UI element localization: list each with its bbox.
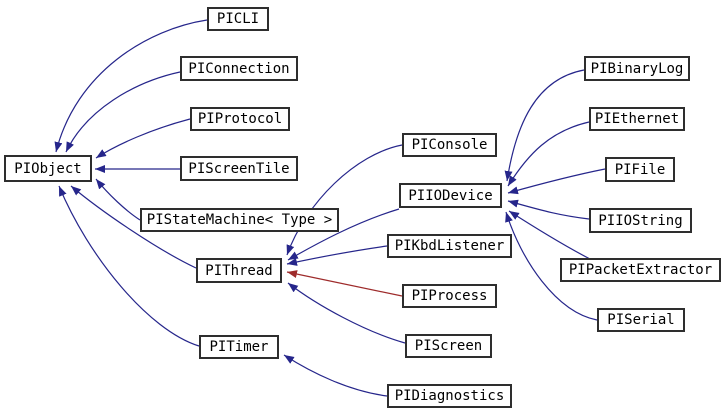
edge-pikbdlistener-to-pithread <box>286 245 388 266</box>
node-piethernet[interactable]: PIEthernet <box>589 107 685 131</box>
edge-piprotocol-to-piobject <box>95 118 191 159</box>
edge-pifile-to-piiodevice <box>507 168 606 195</box>
node-piiostring[interactable]: PIIOString <box>589 208 692 233</box>
node-piobject[interactable]: PIObject <box>4 155 92 182</box>
edge-piiostring-to-piiodevice <box>507 199 590 220</box>
node-pitimer[interactable]: PITimer <box>199 335 279 359</box>
node-piconsole[interactable]: PIConsole <box>402 133 497 157</box>
node-piscreentile[interactable]: PIScreenTile <box>180 156 298 181</box>
node-piiodevice[interactable]: PIIODevice <box>399 183 502 208</box>
node-pifile[interactable]: PIFile <box>605 157 675 182</box>
edge-pibinarylog-to-piiodevice <box>504 69 585 182</box>
edge-pidiagnostics-to-pitimer <box>283 354 388 397</box>
edge-piiodevice-to-pithread <box>287 208 400 261</box>
node-piscreen[interactable]: PIScreen <box>405 334 492 358</box>
node-piprotocol[interactable]: PIProtocol <box>190 107 290 131</box>
node-pithread[interactable]: PIThread <box>196 258 282 283</box>
edge-piconnection-to-piobject <box>65 71 181 153</box>
node-pikbdlistener[interactable]: PIKbdListener <box>387 234 512 258</box>
edge-piscreen-to-pithread <box>287 282 406 344</box>
node-pidiagnostics[interactable]: PIDiagnostics <box>387 384 512 408</box>
edge-piserial-to-piiodevice <box>505 211 598 321</box>
edge-piconsole-to-pithread <box>286 144 403 256</box>
node-pipacketextractor[interactable]: PIPacketExtractor <box>560 258 721 282</box>
node-pistatemachine[interactable]: PIStateMachine< Type > <box>140 208 339 232</box>
edge-piethernet-to-piiodevice <box>507 121 590 187</box>
node-piprocess[interactable]: PIProcess <box>402 284 497 308</box>
node-piconnection[interactable]: PIConnection <box>180 56 298 81</box>
edge-pipacketextractor-to-piiodevice <box>508 210 591 260</box>
edge-pistatemachine-to-piobject <box>95 178 141 221</box>
edge-picli-to-piobject <box>54 19 208 153</box>
node-picli[interactable]: PICLI <box>207 7 269 31</box>
edge-pitimer-to-piobject <box>58 185 200 347</box>
edge-piprocess-to-pithread <box>286 270 403 297</box>
node-piserial[interactable]: PISerial <box>597 308 685 332</box>
node-pibinarylog[interactable]: PIBinaryLog <box>584 56 690 81</box>
edge-pithread-to-piobject <box>70 185 197 269</box>
